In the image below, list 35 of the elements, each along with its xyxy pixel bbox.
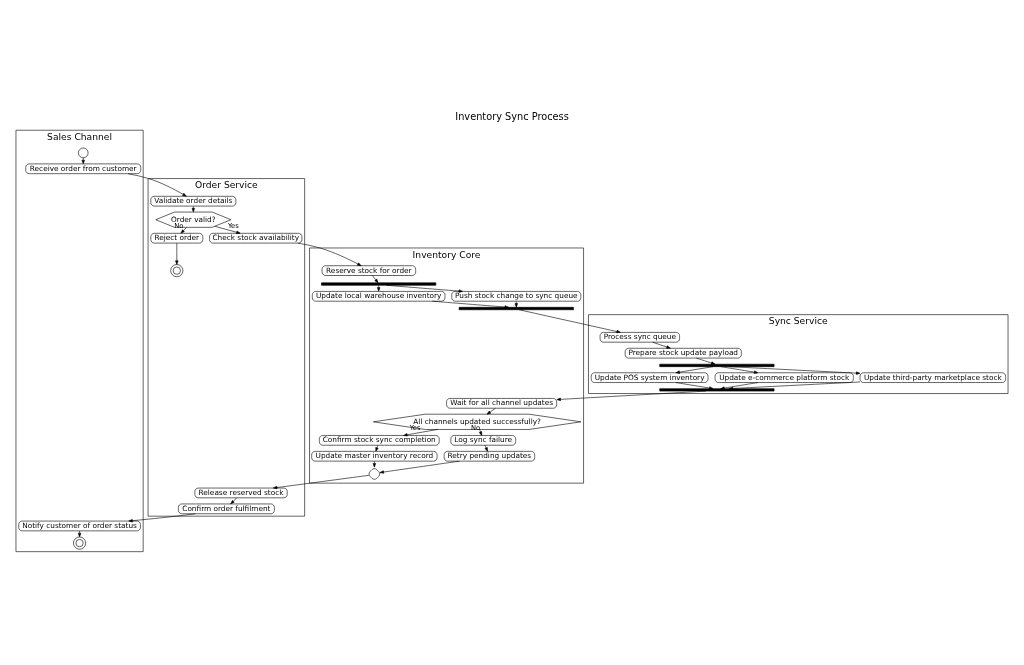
arrow <box>675 381 714 390</box>
diagram-title: Inventory Sync Process <box>455 110 569 122</box>
arrow <box>175 242 179 265</box>
arrow <box>696 357 716 365</box>
arrow <box>127 172 187 197</box>
arrow <box>720 365 759 374</box>
arrow <box>273 474 370 489</box>
arrow <box>556 390 707 401</box>
arrow <box>720 381 759 390</box>
arrow <box>518 308 621 333</box>
arrow <box>386 284 463 293</box>
node-diamond <box>368 467 380 480</box>
arrow <box>675 365 714 374</box>
arrow <box>230 497 238 504</box>
arrow <box>297 242 362 266</box>
arrow <box>128 512 196 522</box>
arrow <box>372 274 379 283</box>
arrow <box>652 341 671 349</box>
arrow <box>377 284 381 292</box>
arrow <box>372 460 376 467</box>
arrow <box>191 205 195 212</box>
arrow <box>479 428 483 436</box>
arrow <box>81 157 85 164</box>
arrow <box>728 365 861 375</box>
arrow <box>375 444 379 452</box>
arrow <box>431 300 509 309</box>
arrow <box>484 444 488 452</box>
arrow <box>379 460 460 474</box>
arrow <box>514 300 518 307</box>
arrow <box>486 407 496 415</box>
arrow <box>403 428 439 436</box>
arrow <box>77 530 82 537</box>
arrow <box>728 381 861 390</box>
arrow <box>180 226 187 234</box>
arrow <box>214 225 241 234</box>
